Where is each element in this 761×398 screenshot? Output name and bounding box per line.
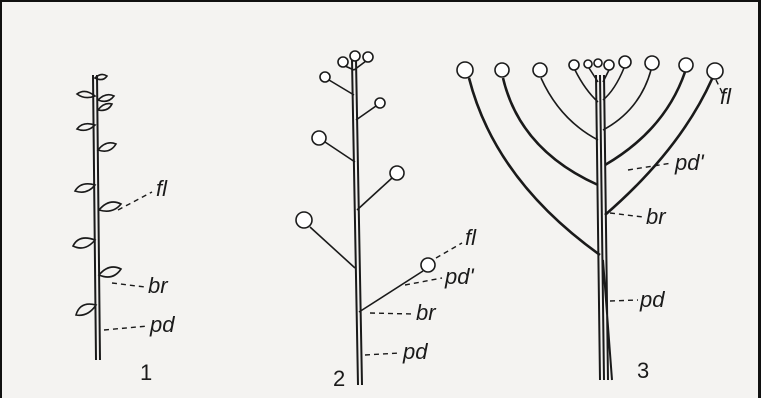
panel-3-pedicel <box>501 77 599 187</box>
panel-2-label-pd: pd <box>402 339 428 364</box>
panel-3-main-axis <box>595 74 613 381</box>
panel-2-flower <box>349 50 361 62</box>
panel-2-pedicel <box>358 270 424 313</box>
panel-3-flower <box>532 62 548 78</box>
panel-3-pedicel <box>467 77 601 257</box>
panel-3-pedicel <box>604 71 687 167</box>
panel-2-pd-prime-leader <box>404 277 443 286</box>
panel-2-raceme: fl pd' br pd 2 <box>295 50 477 391</box>
panel-3-flower <box>568 59 580 71</box>
panel-1-label-pd: pd <box>149 312 175 337</box>
panel-3-pd-leader <box>609 299 639 302</box>
panel-3-pedicel <box>574 69 599 103</box>
panel-2-label-br: br <box>416 300 437 325</box>
panel-1-label-fl: fl <box>156 176 168 201</box>
panel-3-fl-leader <box>715 79 723 93</box>
panel-2-pedicel <box>356 177 393 211</box>
panel-2-flower <box>337 56 349 68</box>
panel-2-label-pd-prime: pd' <box>444 264 474 289</box>
panel-1-flower-bud <box>75 102 114 132</box>
panel-2-flower <box>295 211 313 229</box>
panel-1-flower-bud <box>97 201 123 212</box>
panel-3-number: 3 <box>637 358 649 383</box>
frame-top-border <box>0 0 761 2</box>
frame-right-border <box>758 0 761 398</box>
panel-2-number: 2 <box>333 366 345 391</box>
panel-3-pedicel <box>602 69 652 131</box>
panel-3-br-leader <box>609 212 644 218</box>
panel-3-pedicel <box>540 77 599 141</box>
panel-2-flower <box>311 130 327 146</box>
panel-1-fl-leader <box>117 191 153 211</box>
panel-2-br-leader <box>369 312 413 315</box>
panel-1-number: 1 <box>140 360 152 385</box>
panel-1-flower-bud <box>73 183 97 193</box>
panel-2-pedicel <box>344 60 367 71</box>
panel-1-flower-bud <box>71 237 97 249</box>
panel-2-pedicel <box>328 79 355 96</box>
panel-3-label-br: br <box>646 204 667 229</box>
panel-2-flower <box>420 257 436 273</box>
panel-2-fl-leader <box>435 242 463 259</box>
panel-1-pd-leader <box>103 325 149 331</box>
panel-1-flower-bud <box>96 142 118 152</box>
panel-3-flower <box>678 57 694 73</box>
panel-3-pedicel <box>602 67 625 101</box>
panel-3-label-pd: pd <box>639 287 665 312</box>
panel-3-flower <box>706 62 724 80</box>
panel-1-label-br: br <box>148 273 169 298</box>
panel-3-flower <box>593 58 603 68</box>
panel-2-pedicel <box>355 105 377 121</box>
panel-2-label-fl: fl <box>465 225 477 250</box>
panel-1-br-leader <box>111 282 146 288</box>
panel-3-label-pd-prime: pd' <box>674 150 704 175</box>
panel-1-main-axis <box>92 74 101 361</box>
panel-3-corymb: fl pd' br pd 3 <box>456 55 732 383</box>
panel-3-pedicel <box>602 69 610 83</box>
panel-2-pedicel <box>324 141 356 163</box>
panel-1-flower-bud <box>97 266 123 278</box>
panel-1-flower-bud <box>75 90 116 103</box>
panel-3-flower <box>494 62 510 78</box>
panel-3-flower <box>644 55 660 71</box>
panel-2-pd-leader <box>364 352 401 356</box>
panel-1-flower-bud <box>74 303 98 317</box>
panel-2-flower <box>362 51 374 63</box>
panel-1-raceme: fl br pd 1 <box>71 73 175 385</box>
panel-3-pedicel <box>604 78 714 216</box>
panel-2-flower <box>319 71 331 83</box>
panel-3-pedicel <box>588 67 599 83</box>
panel-3-pd-prime-leader <box>627 162 673 171</box>
panel-1-flower-bud <box>93 73 109 81</box>
panel-3-flower <box>618 55 632 69</box>
panel-3-label-fl: fl <box>720 84 732 109</box>
frame-left-border <box>0 0 2 398</box>
panel-2-flower <box>389 165 405 181</box>
panel-2-pedicel <box>309 226 356 269</box>
panel-3-flower <box>583 59 593 69</box>
panel-3-flower <box>603 59 615 71</box>
panel-2-flower <box>374 97 386 109</box>
panel-3-flower <box>456 61 474 79</box>
panel-2-main-axis <box>351 59 363 386</box>
